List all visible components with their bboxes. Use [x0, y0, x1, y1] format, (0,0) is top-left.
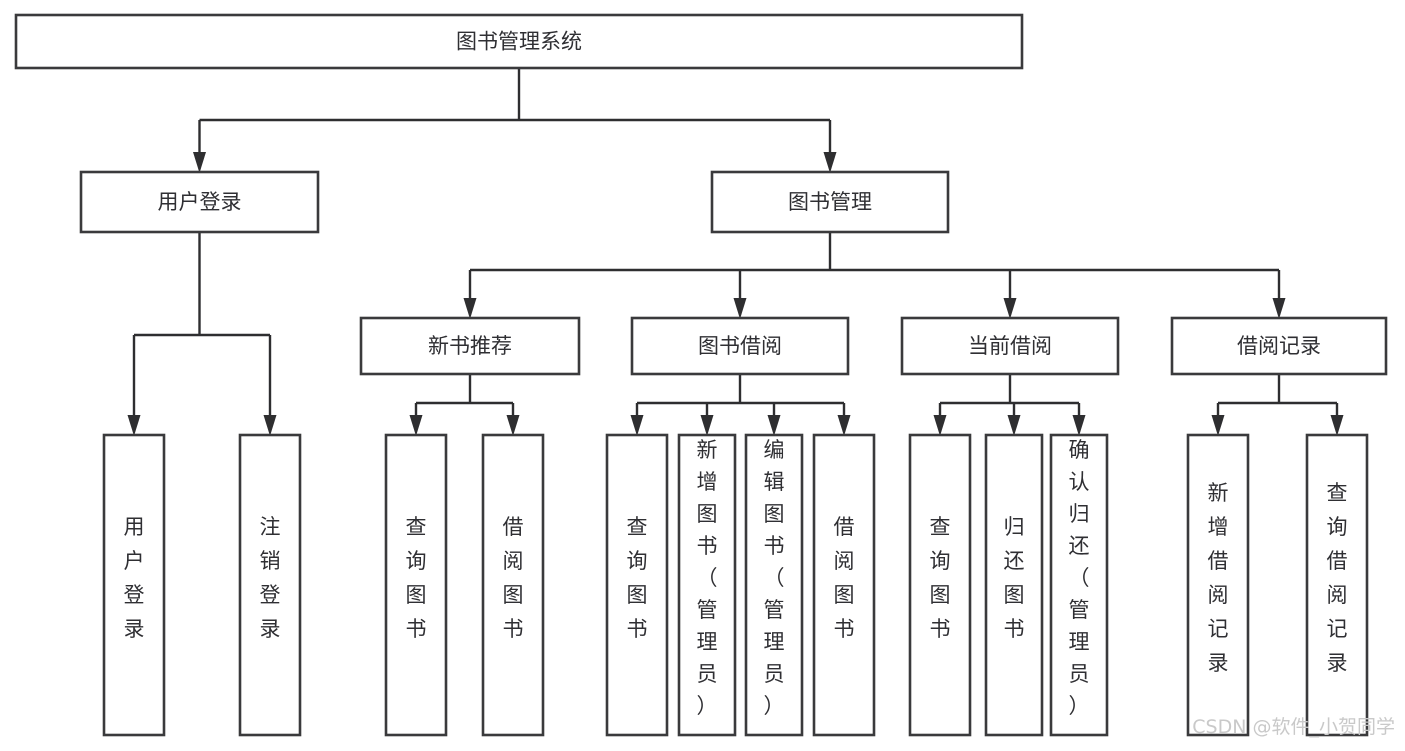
leaf-node-新增图书管理员[interactable]: 新增图书（管理员）	[677, 433, 737, 737]
node-label-vertical: 用户登录	[124, 515, 145, 641]
node-label-vertical: 确认归还（管理员）	[1069, 438, 1090, 718]
connector-new-book-bus	[409, 374, 520, 436]
arrowhead-icon	[127, 415, 141, 436]
node-label-vertical: 编辑图书（管理员）	[764, 438, 785, 718]
node-box[interactable]	[630, 316, 850, 376]
node-box[interactable]	[1049, 433, 1109, 737]
node-box[interactable]	[384, 433, 448, 737]
arrowhead-icon	[463, 298, 477, 319]
leaf-node-查询借阅记录[interactable]: 查询借阅记录	[1305, 433, 1369, 737]
level2-node-用户登录[interactable]: 用户登录	[79, 170, 320, 234]
node-box[interactable]	[744, 433, 804, 737]
node-layer: 图书管理系统用户登录图书管理新书推荐图书借阅当前借阅借阅记录用户登录注销登录查询…	[14, 13, 1388, 737]
node-label: 图书管理	[788, 190, 872, 214]
node-box[interactable]	[908, 433, 972, 737]
node-label: 当前借阅	[968, 334, 1052, 358]
arrowhead-icon	[1272, 298, 1286, 319]
node-box[interactable]	[677, 433, 737, 737]
node-label-vertical: 查询借阅记录	[1327, 481, 1348, 675]
node-box[interactable]	[605, 433, 669, 737]
arrowhead-icon	[837, 415, 851, 436]
arrowhead-icon	[193, 152, 206, 173]
connector-user-login-bus	[127, 232, 277, 436]
node-label: 图书管理系统	[456, 30, 582, 54]
node-label: 图书借阅	[698, 334, 782, 358]
arrowhead-icon	[1003, 298, 1017, 319]
level3-node-图书借阅[interactable]: 图书借阅	[630, 316, 850, 376]
node-box[interactable]	[984, 433, 1044, 737]
level3-node-借阅记录[interactable]: 借阅记录	[1170, 316, 1388, 376]
node-label-vertical: 查询图书	[930, 515, 951, 641]
node-box[interactable]	[1170, 316, 1388, 376]
connector-current-bus	[933, 374, 1086, 436]
node-box[interactable]	[900, 316, 1120, 376]
leaf-node-确认归还管理员[interactable]: 确认归还（管理员）	[1049, 433, 1109, 737]
csdn-watermark: CSDN @软件_小贺同学	[1192, 716, 1395, 738]
node-label-vertical: 新增借阅记录	[1208, 481, 1229, 675]
arrowhead-icon	[1330, 415, 1344, 436]
arrowhead-icon	[1007, 415, 1021, 436]
arrowhead-icon	[1211, 415, 1225, 436]
leaf-node-查询图书[interactable]: 查询图书	[908, 433, 972, 737]
node-label: 新书推荐	[428, 334, 512, 358]
node-box[interactable]	[812, 433, 876, 737]
connector-borrow-book-bus	[630, 374, 851, 436]
node-label-vertical: 新增图书（管理员）	[697, 438, 718, 718]
node-label-vertical: 查询图书	[627, 515, 648, 641]
node-box[interactable]	[1305, 433, 1369, 737]
leaf-node-借阅图书[interactable]: 借阅图书	[812, 433, 876, 737]
leaf-node-新增借阅记录[interactable]: 新增借阅记录	[1186, 433, 1250, 737]
node-label: 借阅记录	[1237, 334, 1321, 358]
arrowhead-icon	[630, 415, 644, 436]
arrowhead-icon	[933, 415, 947, 436]
leaf-node-编辑图书管理员[interactable]: 编辑图书（管理员）	[744, 433, 804, 737]
level2-node-图书管理[interactable]: 图书管理	[710, 170, 950, 234]
node-box[interactable]	[710, 170, 950, 234]
node-box[interactable]	[481, 433, 545, 737]
node-box[interactable]	[14, 13, 1024, 70]
node-box[interactable]	[102, 433, 166, 737]
arrowhead-icon	[823, 152, 837, 173]
connector-root-bus	[193, 68, 837, 173]
arrowhead-icon	[263, 415, 277, 436]
leaf-node-注销登录[interactable]: 注销登录	[238, 433, 302, 737]
leaf-node-归还图书[interactable]: 归还图书	[984, 433, 1044, 737]
node-box[interactable]	[1186, 433, 1250, 737]
leaf-node-借阅图书[interactable]: 借阅图书	[481, 433, 545, 737]
node-box[interactable]	[359, 316, 581, 376]
level3-node-当前借阅[interactable]: 当前借阅	[900, 316, 1120, 376]
node-label-vertical: 归还图书	[1004, 515, 1025, 641]
node-label: 用户登录	[158, 190, 242, 214]
arrowhead-icon	[1072, 415, 1086, 436]
arrowhead-icon	[506, 415, 520, 436]
node-label-vertical: 查询图书	[406, 515, 427, 641]
connector-book-manage-bus	[463, 232, 1286, 319]
node-label-vertical: 借阅图书	[503, 515, 524, 641]
arrowhead-icon	[700, 415, 714, 436]
connector-layer	[127, 68, 1344, 436]
leaf-node-用户登录[interactable]: 用户登录	[102, 433, 166, 737]
connector-record-bus	[1211, 374, 1344, 436]
leaf-node-查询图书[interactable]: 查询图书	[605, 433, 669, 737]
root-node-图书管理系统[interactable]: 图书管理系统	[14, 13, 1024, 70]
arrowhead-icon	[767, 415, 781, 436]
leaf-node-查询图书[interactable]: 查询图书	[384, 433, 448, 737]
node-box[interactable]	[79, 170, 320, 234]
arrowhead-icon	[409, 415, 423, 436]
node-label-vertical: 借阅图书	[834, 515, 855, 641]
node-label-vertical: 注销登录	[260, 515, 281, 641]
node-box[interactable]	[238, 433, 302, 737]
arrowhead-icon	[733, 298, 747, 319]
level3-node-新书推荐[interactable]: 新书推荐	[359, 316, 581, 376]
